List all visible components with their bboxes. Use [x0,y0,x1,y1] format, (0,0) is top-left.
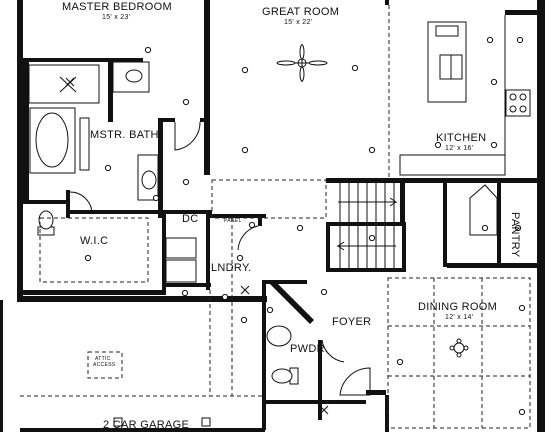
light-fixture-icon [240,285,250,295]
kitchen-counter-wall [505,10,537,15]
ceiling-fan-icon [276,44,328,82]
pantry-label: PANTRY [509,212,521,258]
outlet-icon [236,254,244,262]
master-suite-walls [23,58,266,295]
vanity-sink-upper [112,61,150,93]
powder-toilet [271,367,299,385]
dining-room-dim: 12' x 14' [445,314,473,321]
outlet-icon [240,316,248,324]
great-room-label: GREAT ROOM [262,6,339,18]
outlet-icon [152,194,160,202]
garage-door-header [20,428,265,432]
wic-shelving [39,217,149,283]
electrical-symbols [65,36,526,416]
stair-direction-arrow [336,197,398,251]
outlet-icon [518,304,526,312]
outlet-icon [84,254,92,262]
outlet-icon [182,98,190,106]
stairs [326,178,406,272]
outlet-icon [516,36,524,44]
powder-label: PWDR. [290,343,328,355]
toilet-master [37,210,55,236]
outlet-icon [368,146,376,154]
outlet-icon [486,36,494,44]
outlet-icon [104,164,112,172]
range [505,89,531,117]
outlet-icon [396,358,404,366]
kitchen-dim: 12' x 16' [445,145,473,152]
laundry-appliances [165,237,197,283]
dc-label: DC [182,213,199,225]
door-swing-powder [321,339,345,363]
powder-sink [266,325,292,347]
laundry-walls [262,280,322,430]
outlet-icon [514,224,522,232]
kitchen-island [427,21,467,103]
front-entry-wall [366,390,386,395]
outlet-icon [144,46,152,54]
foyer-label: FOYER [332,316,371,328]
outlet-icon [481,224,489,232]
outlet-icon [221,293,229,301]
door-swing-laundry [237,225,259,251]
outlet-icon [490,141,498,149]
attic-label-2: ACCESS [93,362,116,368]
door-swing-bath [174,121,201,151]
attic-access-hatch [87,351,123,379]
outlet-icon [490,78,498,86]
outlet-icon [181,289,189,297]
towel-bar [79,117,90,171]
laundry-label: LNDRY. [211,262,252,274]
door-swing-wic [69,191,93,215]
dining-room-ceiling [387,277,531,429]
master-bath-label: MSTR. BATH [90,129,159,141]
outlet-icon [351,64,359,72]
outlet-icon [248,221,256,229]
garage-label: 2 CAR GARAGE [103,419,189,431]
master-bedroom-dim: 15' x 23' [102,14,130,21]
shower [28,64,100,104]
dining-room-label: DINING ROOM [418,301,497,313]
light-fixture-icon [319,405,329,415]
great-room-dim: 15' x 22' [284,19,312,26]
attic-label-1: ATTIC [95,356,111,362]
outlet-icon [241,66,249,74]
outlet-icon [241,146,249,154]
panel-label: PANEL [224,218,242,224]
outlet-icon [320,288,328,296]
chandelier-icon [449,338,469,358]
door-swing-foyer [339,367,371,396]
kitchen-label: KITCHEN [436,132,486,144]
bathtub [29,107,76,174]
kitchen-sink-counter [399,154,506,176]
outlet-icon [434,141,442,149]
wic-label: W.I.C [80,235,108,247]
garage-door-posts [113,417,211,427]
outlet-icon [296,224,304,232]
pantry-walls [443,183,537,268]
vanity-sink-lower [137,154,159,201]
great-room-ceiling-line [211,179,327,219]
kitchen-lower-wall [400,178,537,183]
outlet-icon [518,408,526,416]
outlet-icon [368,234,376,242]
master-bedroom-label: MASTER BEDROOM [62,1,172,13]
light-fixture-icon [65,77,75,87]
outlet-icon [182,178,190,186]
outlet-icon [266,306,274,314]
